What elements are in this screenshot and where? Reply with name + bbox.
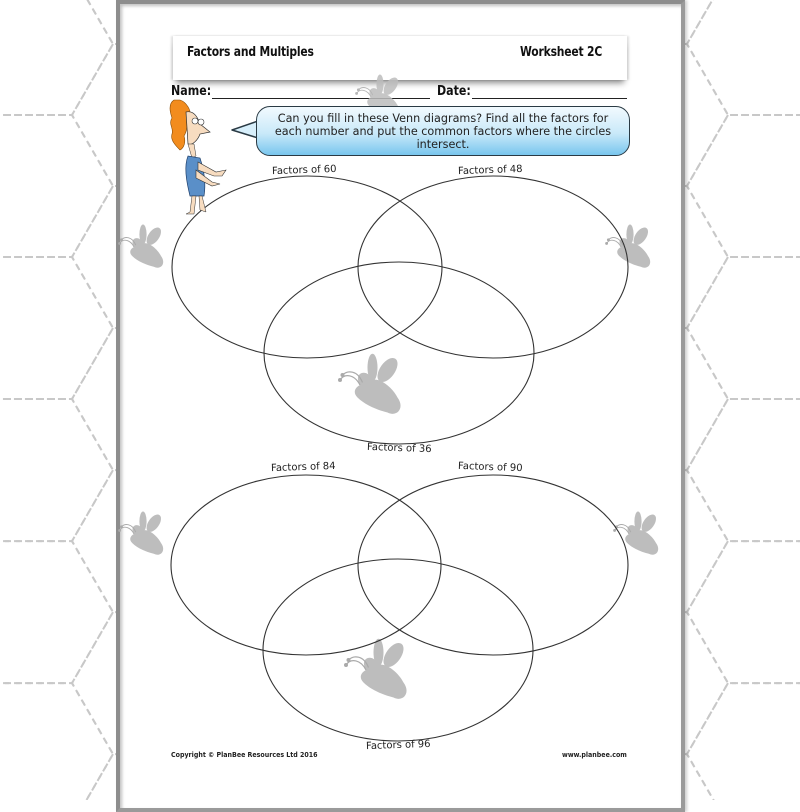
venn-label-96: Factors of 96	[365, 738, 431, 753]
copyright-text: Copyright © PlanBee Resources Ltd 2016	[171, 751, 318, 759]
instruction-line-1: Can you fill in these Venn diagrams? Fin…	[277, 112, 609, 125]
venn-circle-60[interactable]	[171, 175, 443, 359]
header-card	[173, 36, 627, 80]
venn-bottom	[170, 474, 629, 742]
venn-label-60: Factors of 60	[271, 163, 337, 178]
date-label: Date:	[437, 84, 471, 99]
venn-circle-36[interactable]	[263, 261, 535, 445]
instruction-line-2: each number and put the common factors w…	[274, 125, 612, 138]
speech-bubble-tail	[231, 120, 259, 139]
name-field[interactable]	[212, 98, 430, 99]
venn-label-90: Factors of 90	[457, 460, 523, 475]
worksheet-number: Worksheet 2C	[520, 45, 603, 60]
venn-circle-96[interactable]	[262, 558, 534, 742]
venn-label-84: Factors of 84	[270, 460, 336, 475]
venn-label-48: Factors of 48	[457, 163, 523, 178]
teacher-cartoon-icon	[169, 99, 227, 215]
venn-top	[171, 175, 629, 445]
venn-label-36: Factors of 36	[366, 441, 432, 456]
instruction-line-3: intersect.	[416, 138, 470, 151]
name-label: Name:	[171, 84, 212, 99]
website-link[interactable]: www.planbee.com	[562, 751, 627, 759]
venn-circle-48[interactable]	[357, 175, 629, 359]
date-field[interactable]	[472, 98, 627, 99]
venn-circle-90[interactable]	[357, 474, 629, 656]
worksheet-title: Factors and Multiples	[187, 45, 314, 60]
venn-circle-84[interactable]	[170, 474, 442, 656]
instruction-bubble: Can you fill in these Venn diagrams? Fin…	[256, 106, 630, 156]
